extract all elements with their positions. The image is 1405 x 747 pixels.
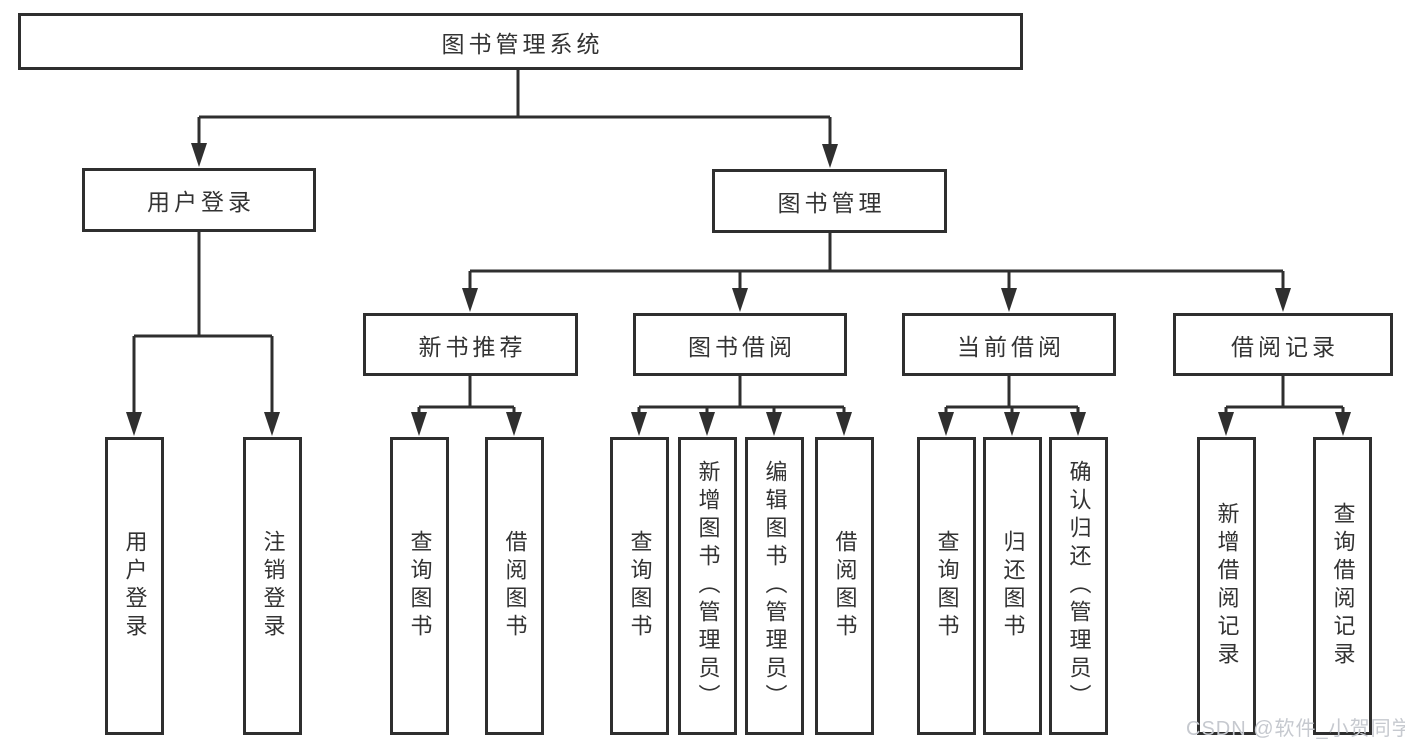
- leaf-confirm-return-admin: 确认归还（管理员）: [1049, 437, 1108, 735]
- leaf-add-books-admin: 新增图书（管理员）: [678, 437, 737, 735]
- leaf-query-books-2: 查询图书: [610, 437, 669, 735]
- leaf-query-books-3-label: 查询图书: [934, 530, 960, 642]
- node-borrow-records-label: 借阅记录: [1231, 333, 1339, 360]
- arrowheads: [126, 143, 1351, 436]
- leaf-return-books-label: 归还图书: [1000, 530, 1026, 642]
- node-new-book-recommend: 新书推荐: [363, 313, 578, 376]
- leaf-query-books-1-label: 查询图书: [407, 530, 433, 642]
- leaf-borrow-books-1-label: 借阅图书: [502, 530, 528, 642]
- node-user-login: 用户登录: [82, 168, 316, 232]
- node-root-label: 图书管理系统: [441, 30, 604, 57]
- leaf-user-login-label: 用户登录: [122, 530, 148, 642]
- leaf-return-books: 归还图书: [983, 437, 1042, 735]
- leaf-add-borrow-record-label: 新增借阅记录: [1214, 502, 1240, 670]
- node-new-book-recommend-label: 新书推荐: [418, 333, 527, 360]
- node-book-management-label: 图书管理: [777, 190, 886, 216]
- leaf-query-borrow-record: 查询借阅记录: [1313, 437, 1372, 735]
- node-current-borrowing: 当前借阅: [902, 313, 1116, 376]
- node-book-management: 图书管理: [712, 169, 947, 233]
- node-current-borrowing-label: 当前借阅: [957, 333, 1065, 360]
- node-book-borrowing-label: 图书借阅: [688, 333, 796, 360]
- leaf-query-books-1: 查询图书: [390, 437, 449, 735]
- leaf-query-borrow-record-label: 查询借阅记录: [1330, 502, 1356, 670]
- node-borrow-records: 借阅记录: [1173, 313, 1393, 376]
- leaf-user-login: 用户登录: [105, 437, 164, 735]
- leaf-edit-books-admin: 编辑图书（管理员）: [745, 437, 804, 735]
- leaf-borrow-books-2: 借阅图书: [815, 437, 874, 735]
- leaf-add-borrow-record: 新增借阅记录: [1197, 437, 1256, 735]
- node-book-borrowing: 图书借阅: [633, 313, 847, 376]
- leaf-query-books-3: 查询图书: [917, 437, 976, 735]
- node-user-login-label: 用户登录: [147, 189, 255, 215]
- leaf-confirm-return-admin-label: 确认归还（管理员）: [1066, 460, 1092, 712]
- leaf-edit-books-admin-label: 编辑图书（管理员）: [762, 460, 788, 712]
- leaf-borrow-books-2-label: 借阅图书: [832, 530, 858, 642]
- leaf-logout-label: 注销登录: [260, 530, 286, 642]
- node-root-system: 图书管理系统: [18, 13, 1023, 70]
- leaf-add-books-admin-label: 新增图书（管理员）: [695, 460, 721, 712]
- leaf-query-books-2-label: 查询图书: [627, 530, 653, 642]
- leaf-logout: 注销登录: [243, 437, 302, 735]
- leaf-borrow-books-1: 借阅图书: [485, 437, 544, 735]
- csdn-watermark: CSDN @软件_小贺同学: [1186, 718, 1405, 740]
